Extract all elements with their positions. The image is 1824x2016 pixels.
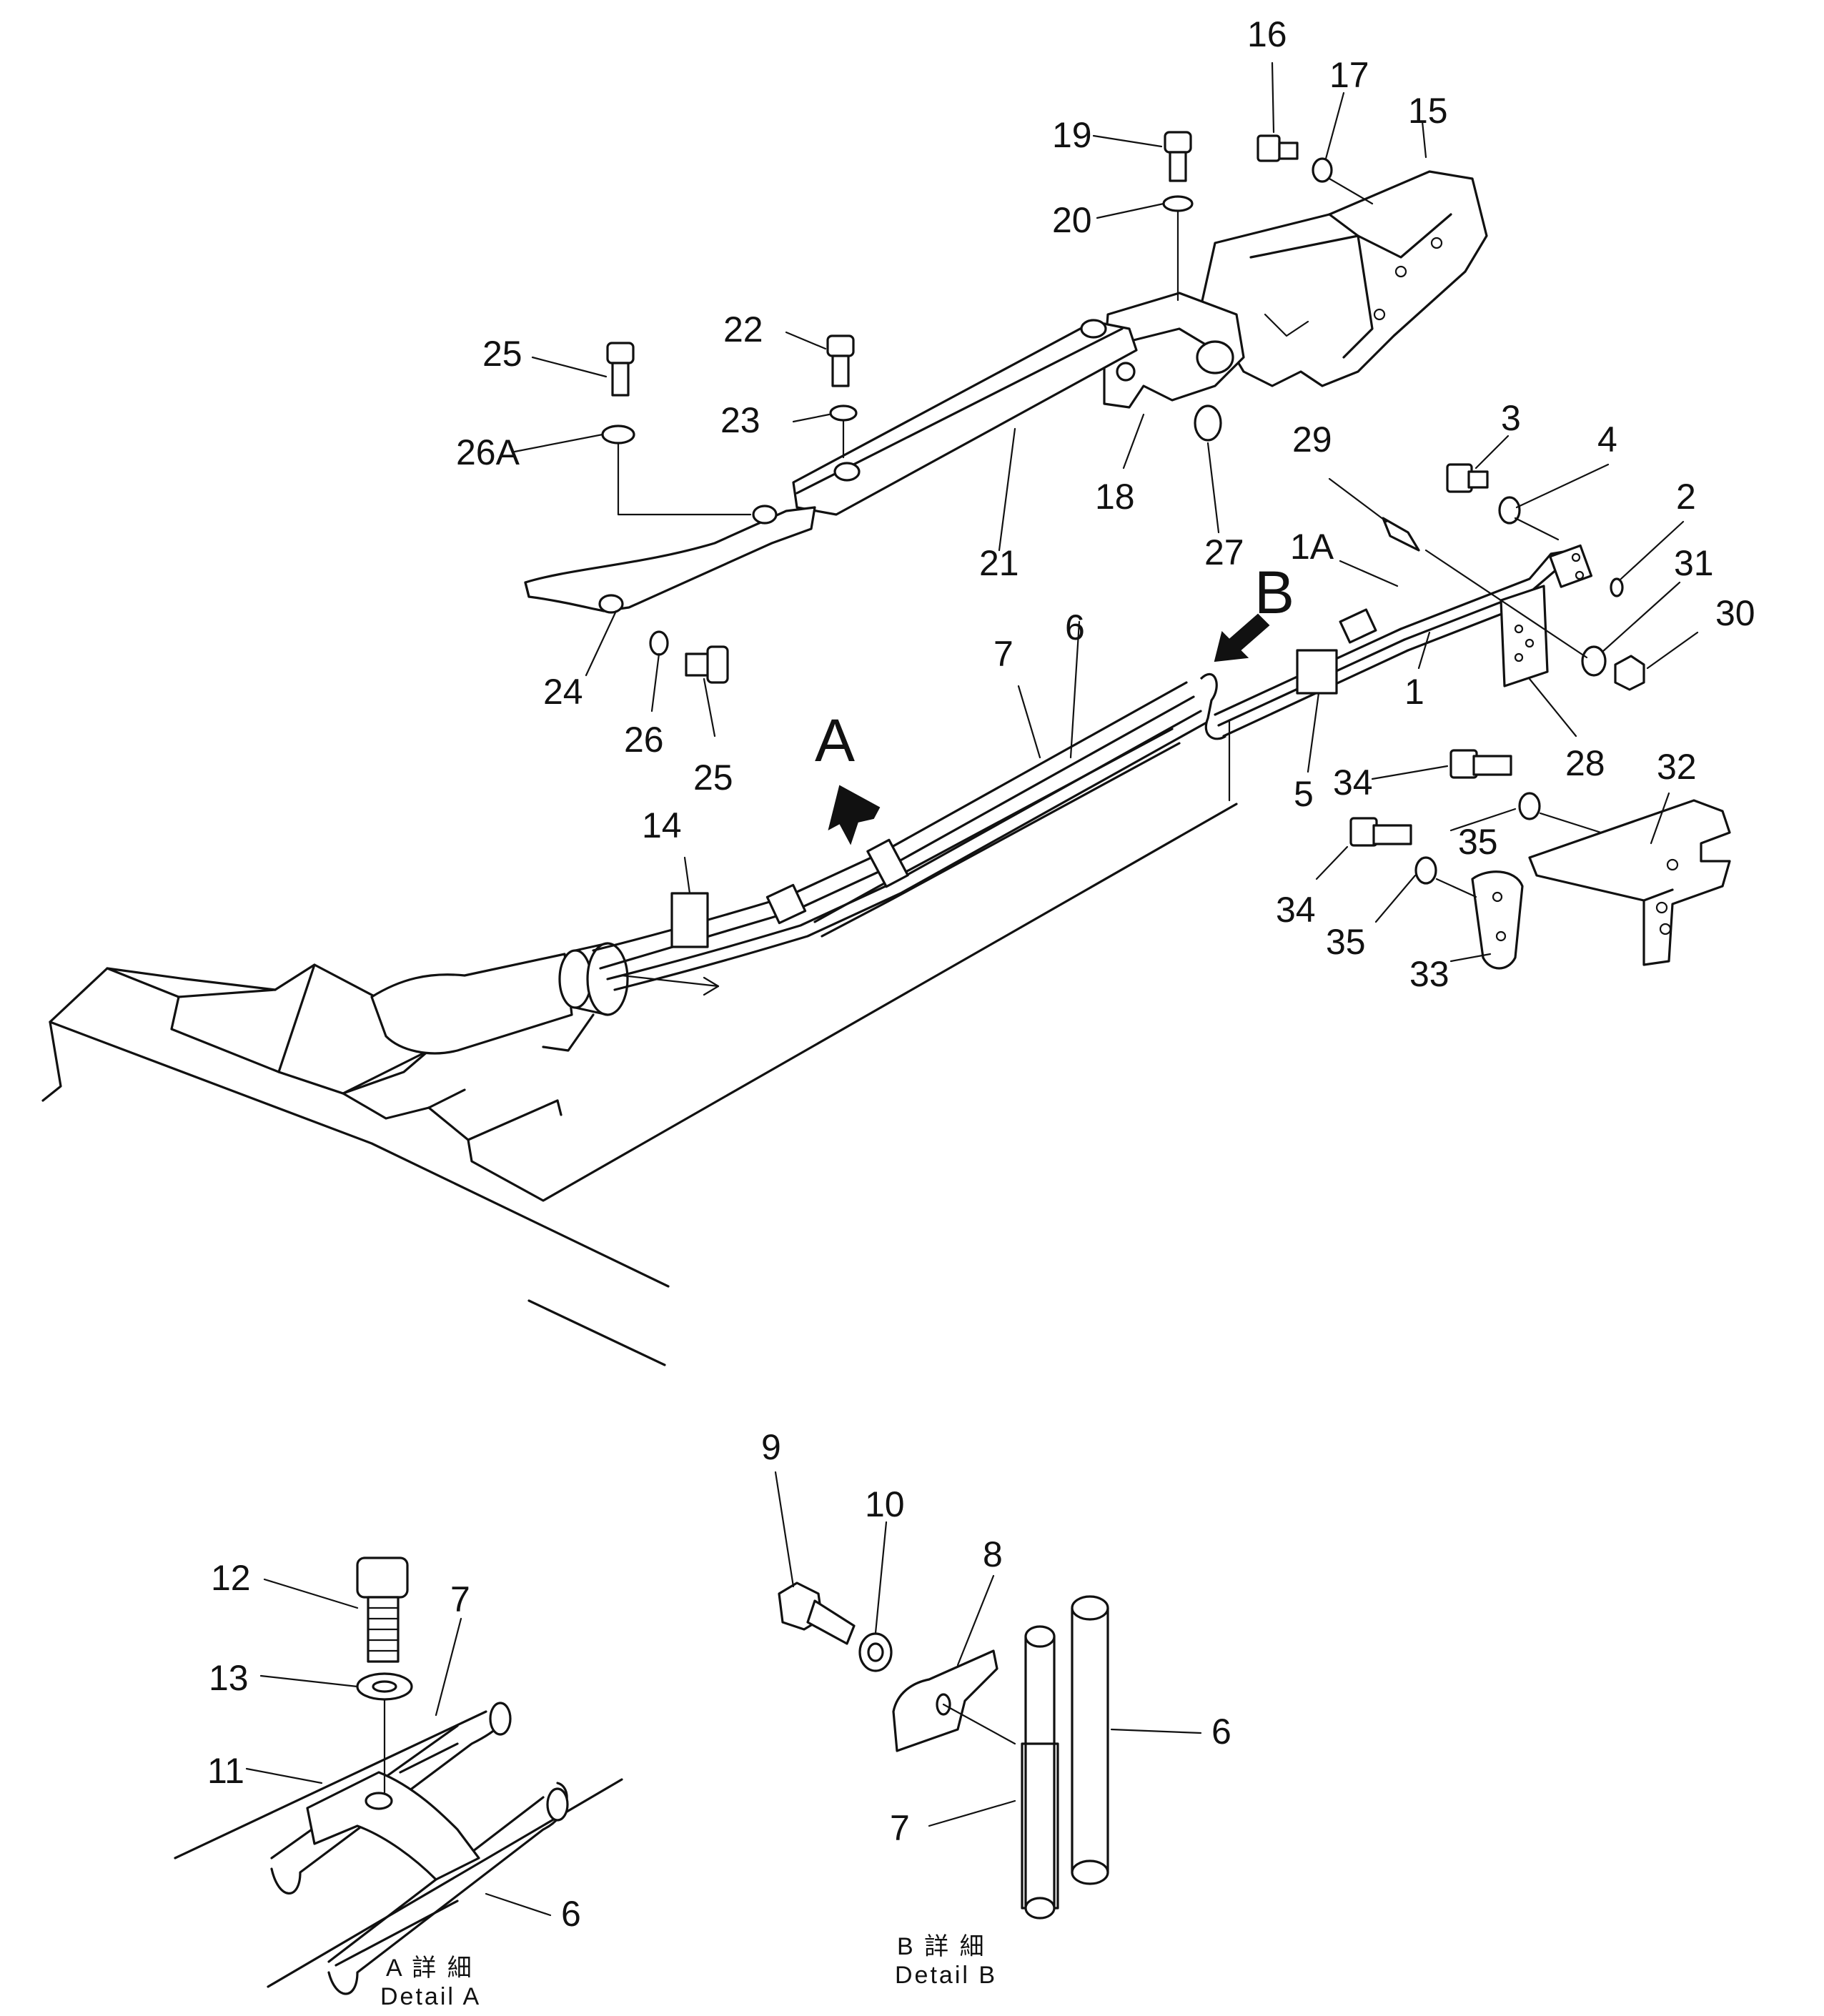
detail-b-title: Detail B	[895, 1962, 997, 1989]
callout-14: 14	[642, 805, 682, 845]
callout-29: 29	[1292, 419, 1332, 460]
callout-24: 24	[543, 672, 583, 712]
callout-22: 22	[723, 309, 763, 349]
detail-a-title-cjk: A 詳 細	[386, 1955, 474, 1982]
callout-7: 7	[993, 634, 1013, 674]
plate-28	[1500, 585, 1549, 687]
bracket-18	[1103, 292, 1245, 409]
callout-33: 33	[1409, 954, 1449, 994]
detail-b-drawing	[774, 1471, 1202, 1920]
callout-30: 30	[1715, 593, 1755, 633]
assembly-guides	[617, 177, 1602, 898]
callout-2: 2	[1676, 477, 1696, 517]
bracket-32	[1528, 799, 1731, 966]
callout-19: 19	[1052, 115, 1092, 155]
callout-1a: 1A	[1290, 527, 1334, 567]
callout-32: 32	[1657, 747, 1697, 787]
callout-28: 28	[1565, 743, 1605, 783]
callout-10: 10	[865, 1484, 905, 1524]
hose-tag-14	[670, 892, 709, 948]
view-arrow-b	[1214, 613, 1270, 662]
callout-16: 16	[1247, 14, 1287, 54]
callout-18: 18	[1095, 477, 1135, 517]
callout-23: 23	[720, 400, 760, 440]
callout-labels: 16 17 15 19 20 22 25 23 26A 21 18 27 29 …	[207, 14, 1755, 1934]
callout-7-detail-a: 7	[450, 1579, 470, 1619]
detail-b-title-cjk: B 詳 細	[897, 1933, 986, 1960]
callout-15: 15	[1408, 91, 1448, 131]
callout-26a: 26A	[456, 432, 520, 472]
detail-a-drawing	[174, 1556, 623, 1995]
callout-17: 17	[1329, 55, 1369, 95]
callout-6-detail-b: 6	[1211, 1712, 1231, 1752]
callout-5: 5	[1294, 774, 1314, 814]
callout-35-lower: 35	[1326, 922, 1366, 962]
callout-8: 8	[983, 1534, 1003, 1574]
callout-7-detail-b: 7	[890, 1808, 910, 1848]
detail-a-title: Detail A	[380, 1983, 481, 2010]
callout-34-lower: 34	[1276, 890, 1316, 930]
machine-frame	[41, 803, 1238, 1366]
cover-21	[792, 319, 1138, 516]
callout-35-upper: 35	[1458, 822, 1498, 862]
callout-3: 3	[1501, 398, 1521, 438]
callout-9: 9	[761, 1427, 781, 1467]
callout-4: 4	[1597, 419, 1617, 460]
callout-27: 27	[1204, 532, 1244, 572]
callout-11: 11	[207, 1751, 244, 1791]
callout-31: 31	[1674, 543, 1714, 583]
callout-25-lower: 25	[693, 758, 733, 798]
plate-33	[1471, 870, 1524, 970]
leader-lines	[513, 61, 1699, 963]
callout-6: 6	[1065, 607, 1085, 647]
cover-24	[524, 505, 816, 614]
view-marker-a: A	[815, 707, 855, 774]
hose-tag-5	[1296, 649, 1338, 695]
callout-1: 1	[1404, 672, 1424, 712]
callout-12: 12	[211, 1558, 251, 1598]
callout-25: 25	[482, 334, 522, 374]
callout-20: 20	[1052, 200, 1092, 240]
view-marker-b: B	[1254, 559, 1294, 626]
view-arrow-a	[828, 785, 881, 845]
hardware	[601, 131, 1645, 885]
callout-13: 13	[209, 1658, 249, 1698]
cylinder-body	[277, 942, 720, 1095]
callout-6-detail-a: 6	[561, 1894, 581, 1934]
callout-21: 21	[979, 543, 1019, 583]
callout-34-upper: 34	[1333, 763, 1373, 803]
callout-26: 26	[624, 720, 664, 760]
